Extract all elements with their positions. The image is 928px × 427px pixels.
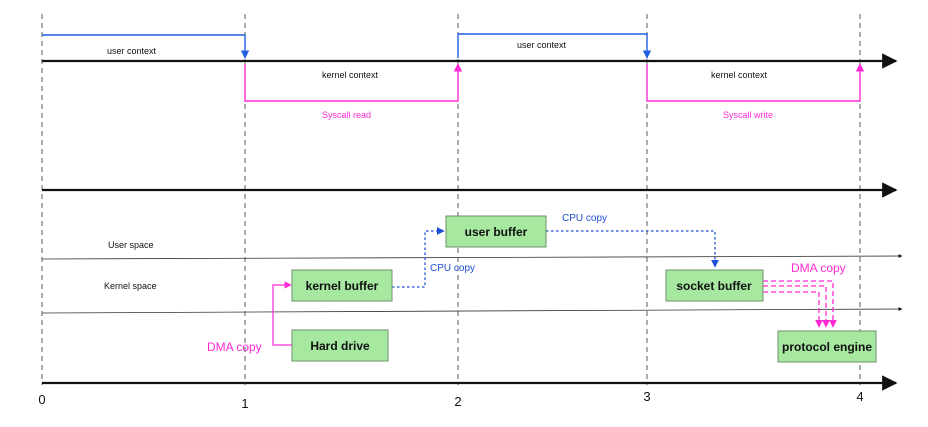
tick-label-1: 1 (241, 396, 248, 411)
kernel-context-label-1: kernel context (322, 70, 379, 80)
kernel-hardware-separator (41, 307, 903, 314)
syscall-write-line (646, 63, 865, 102)
kernel-space-label: Kernel space (104, 281, 157, 291)
user-context-line-2 (457, 33, 652, 59)
kernel-context-label-2: kernel context (711, 70, 768, 80)
user-context-line-1 (42, 34, 250, 59)
protocol-engine-box: protocol engine (777, 330, 877, 363)
protocol-engine-label: protocol engine (782, 340, 872, 354)
tick-label-3: 3 (643, 389, 650, 404)
tick-label-0: 0 (38, 392, 45, 407)
socket-buffer-box: socket buffer (665, 269, 764, 302)
syscall-read-line (244, 63, 463, 102)
socket-buffer-label: socket buffer (676, 279, 752, 293)
dma-copy-write-label: DMA copy (791, 261, 846, 275)
tick-label-4: 4 (856, 389, 863, 404)
kernel-buffer-label: kernel buffer (306, 279, 379, 293)
cpu-copy-to-user-label: CPU copy (430, 263, 475, 274)
time-guides (41, 14, 861, 385)
cpu-copy-to-socket-label: CPU copy (562, 213, 607, 224)
tick-label-2: 2 (454, 394, 461, 409)
dma-copy-write-arrows (763, 280, 837, 328)
hard-drive-box: Hard drive (291, 329, 389, 362)
user-context-label-2: user context (517, 40, 567, 50)
syscall-read-label: Syscall read (322, 110, 371, 120)
tick-labels: 0 1 2 3 4 (38, 389, 863, 411)
kernel-buffer-box: kernel buffer (291, 269, 393, 302)
dma-copy-read-label: DMA copy (207, 340, 262, 354)
user-buffer-label: user buffer (465, 225, 528, 239)
cpu-copy-to-user-arrow (392, 227, 445, 288)
user-space-label: User space (108, 240, 154, 250)
dma-copy-read-arrow (272, 281, 293, 346)
user-buffer-box: user buffer (445, 215, 547, 248)
syscall-write-label: Syscall write (723, 110, 773, 120)
user-kernel-separator (41, 254, 903, 260)
hard-drive-label: Hard drive (310, 339, 370, 353)
cpu-copy-to-socket-arrow (546, 230, 719, 268)
user-context-label-1: user context (107, 46, 157, 56)
